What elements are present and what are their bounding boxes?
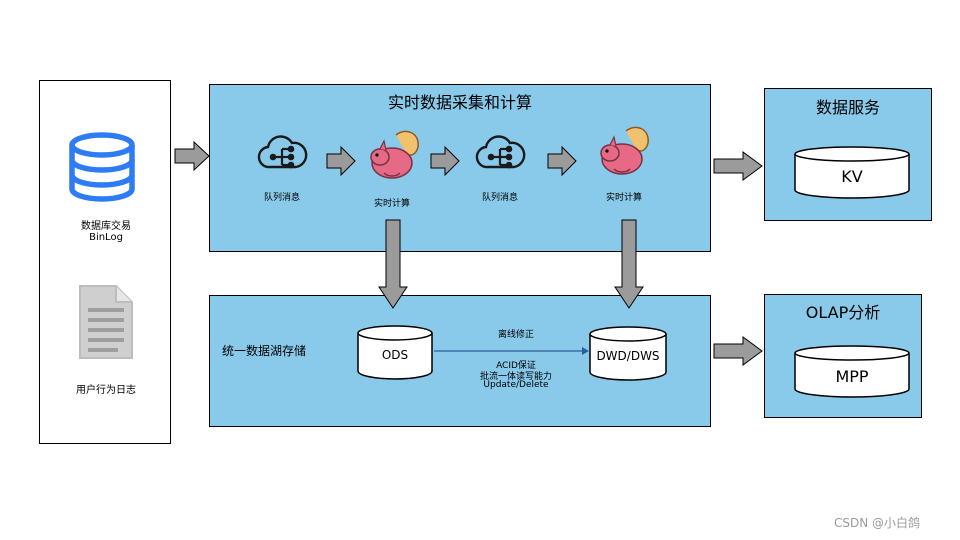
dwd-label: DWD/DWS	[596, 349, 660, 363]
queue-label-2: 队列消息	[481, 193, 518, 203]
edge-label-top: 离线修正	[497, 330, 534, 340]
flink-squirrel-icon	[600, 126, 649, 175]
database-icon	[69, 132, 135, 202]
flow-arrow	[430, 145, 460, 177]
queue-label-1: 队列消息	[263, 193, 300, 203]
flow-arrow-down	[614, 219, 644, 309]
edge-label-1: ACID保证	[496, 361, 536, 371]
message-queue-icon	[475, 135, 526, 169]
kv-cylinder	[794, 146, 910, 199]
message-queue-icon	[257, 135, 308, 169]
binlog-label: BinLog	[89, 232, 123, 243]
olap-title: OLAP分析	[805, 303, 881, 322]
flow-arrow	[713, 151, 763, 181]
ods-cylinder	[357, 325, 433, 380]
dwd-cylinder	[589, 326, 667, 381]
edge-label-2: 批流一体读写能力	[479, 372, 552, 382]
document-icon	[79, 285, 133, 359]
watermark: CSDN @小白鸽	[834, 516, 921, 530]
kv-label: KV	[841, 167, 863, 186]
ods-to-dwd-edge	[434, 347, 589, 355]
mpp-label: MPP	[835, 367, 869, 386]
realtime-title: 实时数据采集和计算	[387, 93, 532, 112]
log-label: 用户行为日志	[76, 385, 136, 396]
db-label: 数据库交易	[81, 221, 131, 232]
compute-label-2: 实时计算	[605, 193, 642, 203]
flow-arrow	[326, 145, 356, 177]
ods-label: ODS	[381, 348, 409, 362]
service-title: 数据服务	[815, 98, 880, 117]
flow-arrow-down	[378, 219, 408, 309]
sources-panel	[39, 80, 171, 444]
mpp-cylinder	[794, 345, 910, 398]
flow-arrow	[713, 336, 763, 366]
flow-arrow	[547, 145, 577, 177]
edge-label-3: Update/Delete	[483, 380, 549, 390]
lake-title: 统一数据湖存储	[222, 344, 307, 358]
compute-label-1: 实时计算	[373, 199, 410, 209]
flink-squirrel-icon	[370, 130, 419, 179]
flow-arrow	[174, 140, 210, 172]
